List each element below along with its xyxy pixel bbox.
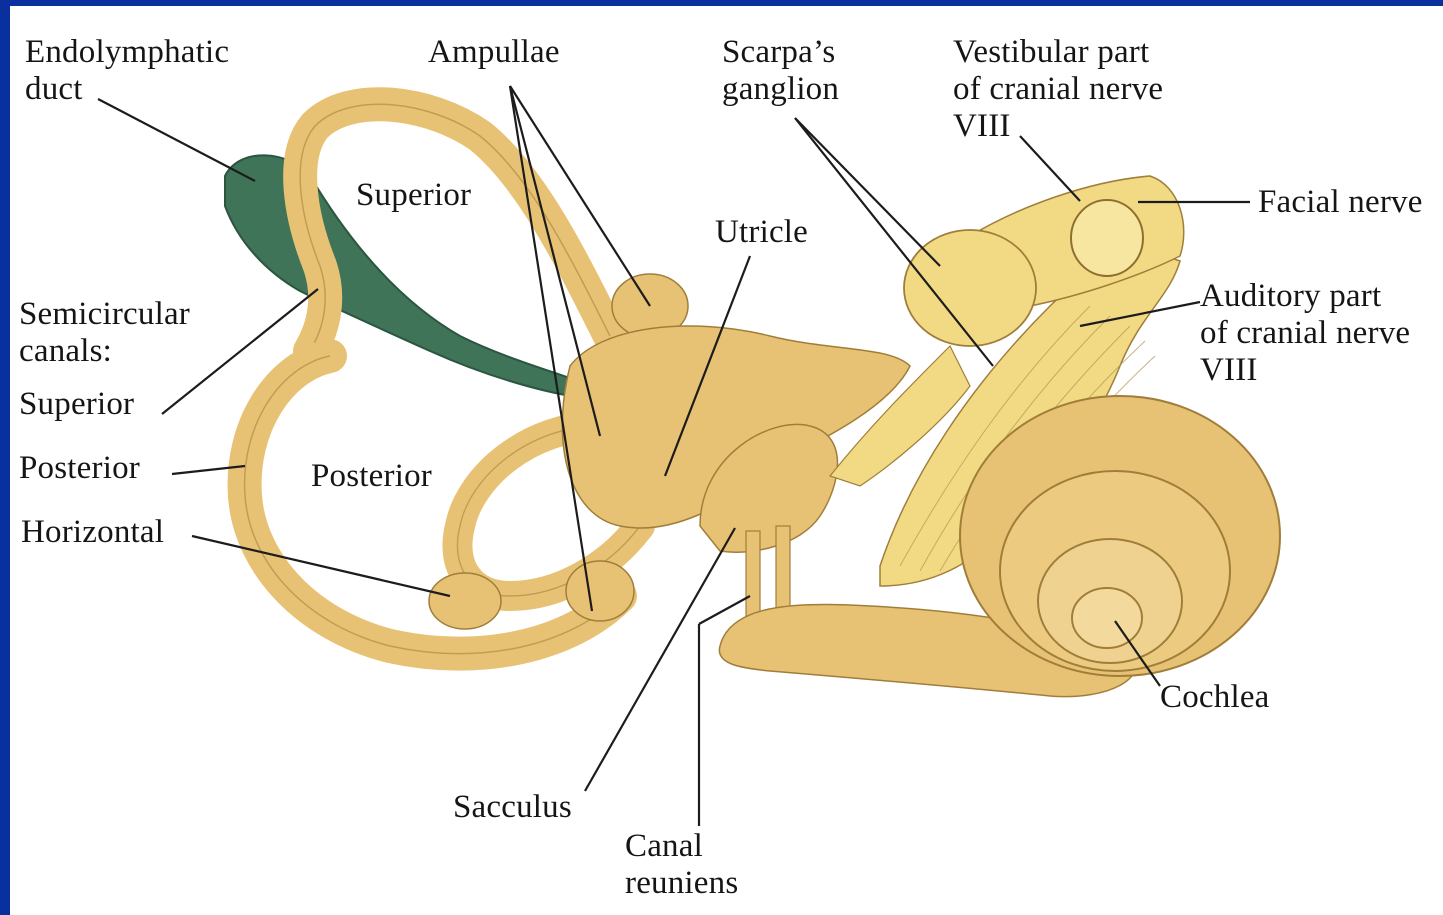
scarpas-ganglion [904,230,1036,346]
label-vestibular-part: Vestibular part of cranial nerve VIII [953,34,1163,145]
cochlea-apex [1072,588,1142,648]
label-superior-canal-inner: Superior [356,177,471,214]
ampulla-horizontal [429,573,501,629]
label-facial-nerve: Facial nerve [1258,184,1423,221]
label-scarpas-ganglion: Scarpa’s ganglion [722,34,839,108]
ampulla-posterior [566,561,634,621]
label-canal-reuniens: Canal reuniens [625,828,738,902]
label-posterior-canal-inner: Posterior [311,458,432,495]
inner-ear-diagram [10,6,1443,915]
label-superior: Superior [19,386,134,423]
label-ampullae: Ampullae [428,34,560,71]
label-utricle: Utricle [715,214,808,251]
facial-nerve-section [1071,200,1143,276]
label-auditory-part: Auditory part of cranial nerve VIII [1200,278,1410,389]
label-cochlea: Cochlea [1160,679,1270,716]
label-endolymphatic-duct: Endolymphatic duct [25,34,229,108]
label-semicircular-canals: Semicircular canals: [19,296,190,370]
canal-reuniens-stalk [746,531,760,621]
label-sacculus: Sacculus [453,789,572,826]
diagram-frame: Endolymphatic duct Ampullae Scarpa’s gan… [10,6,1443,915]
label-posterior: Posterior [19,450,140,487]
label-horizontal: Horizontal [21,514,164,551]
